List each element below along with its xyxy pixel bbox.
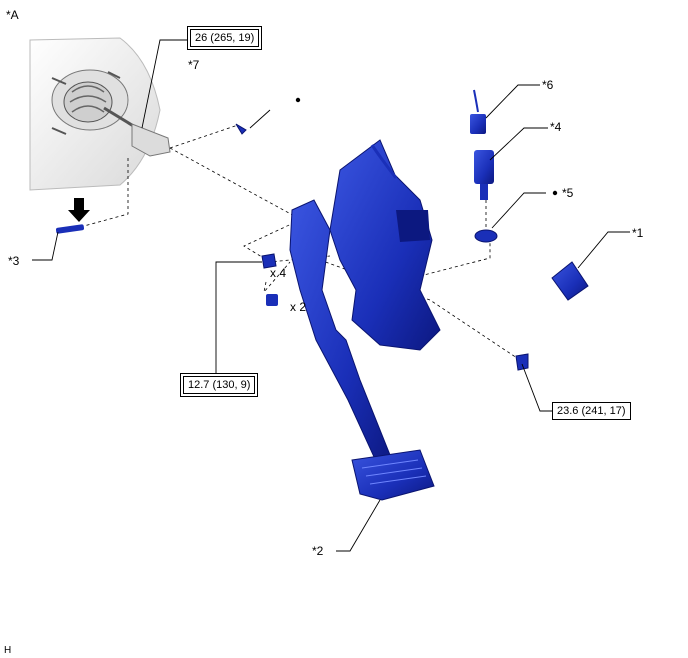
callout-2: *2 <box>312 544 324 558</box>
nut-x4 <box>261 253 277 269</box>
stop-lamp-switch <box>474 150 494 200</box>
brake-booster <box>29 37 171 191</box>
callout-3: *3 <box>8 254 20 268</box>
push-rod-clip <box>235 123 247 135</box>
callout-5: *5 <box>562 186 574 200</box>
callout-4: *4 <box>550 120 562 134</box>
callout-6: *6 <box>542 78 554 92</box>
arrow-down-icon <box>68 198 90 222</box>
view-label: *A <box>6 8 19 22</box>
brake-pedal-assembly <box>289 139 441 501</box>
callout-7: *7 <box>188 58 200 72</box>
connector <box>470 89 486 134</box>
torque-box-26: 26 (265, 19) <box>187 26 263 50</box>
bullet-dot-icon <box>552 190 558 196</box>
stop-lamp-switch-cushion <box>551 261 589 301</box>
quantity-x4: x 4 <box>270 266 287 280</box>
switch-nut <box>474 229 498 243</box>
torque-value: 12.7 (130, 9) <box>183 376 256 394</box>
torque-box-23-6: 23.6 (241, 17) <box>552 402 631 420</box>
callout-1: *1 <box>632 226 644 240</box>
bolt-23-6 <box>515 353 529 371</box>
quantity-x2: x 2 <box>290 300 307 314</box>
leader-lines <box>32 39 630 552</box>
clevis-pin <box>55 224 85 234</box>
bullet-dot-icon <box>295 97 301 103</box>
bolt-x2 <box>266 294 278 306</box>
corner-mark: H <box>4 645 12 656</box>
torque-value: 26 (265, 19) <box>190 29 260 47</box>
torque-box-12-7: 12.7 (130, 9) <box>180 373 259 397</box>
